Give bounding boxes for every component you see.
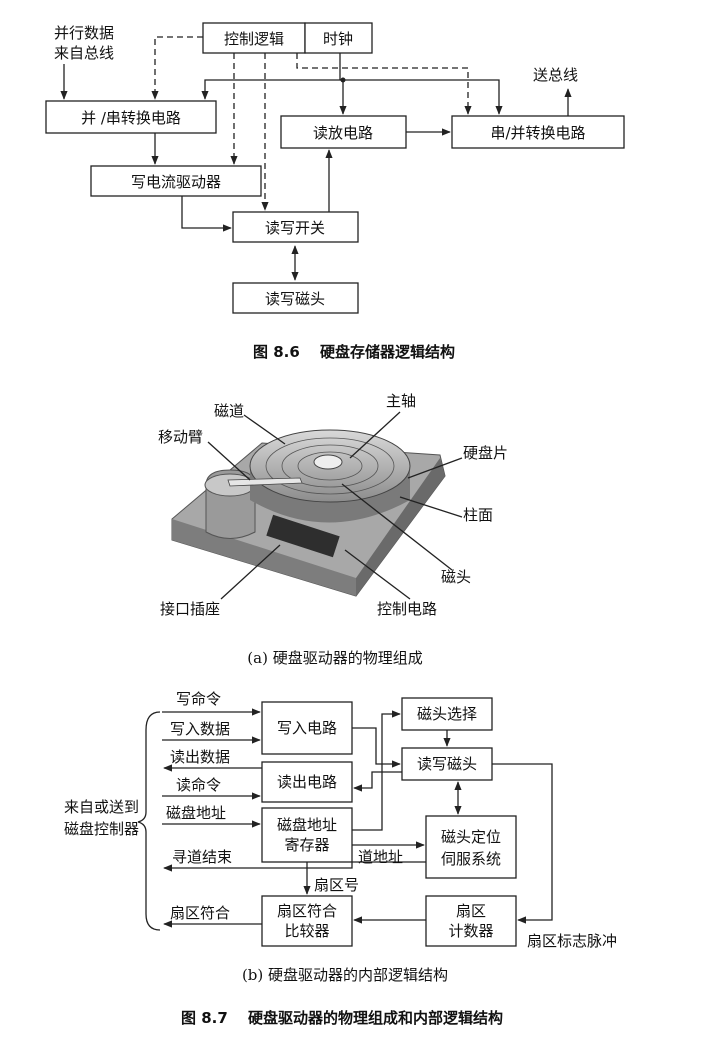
control-logic-box — [202, 22, 306, 54]
write-circuit-box — [261, 701, 353, 755]
platter-label: 硬盘片 — [463, 444, 508, 462]
seek-end-label: 寻道结束 — [172, 848, 232, 866]
servo-label-2: 伺服系统 — [441, 850, 501, 868]
read-amp-label: 读放电路 — [313, 124, 373, 142]
servo-system-box — [425, 815, 517, 879]
counter-label-1: 扇区 — [456, 902, 486, 920]
ser-par-label: 串/并转换电路 — [490, 124, 585, 142]
par-ser-label: 并 /串转换电路 — [81, 109, 181, 127]
cylinder-label: 柱面 — [463, 506, 493, 524]
write-driver-box — [90, 165, 262, 197]
read-circuit-box — [261, 761, 353, 803]
fig87a-drive-illustration: 磁道 主轴 移动臂 硬盘片 柱面 磁头 接口插座 控制电路 (a) 硬盘驱动器的… — [158, 392, 508, 667]
fig86-diagram: 并行数据 来自总线 控制逻辑 时钟 送总线 并 /串转换电路 读放电路 串/并转… — [45, 22, 625, 361]
comparator-label-1: 扇区符合 — [277, 902, 337, 920]
fig87b-caption: (b) 硬盘驱动器的内部逻辑结构 — [242, 966, 448, 984]
interface-connector — [266, 514, 340, 558]
controller-label-1: 来自或送到 — [64, 798, 139, 816]
clock-box — [304, 22, 373, 54]
from-bus-label: 来自总线 — [54, 44, 114, 62]
fig86-caption: 图 8.6 硬盘存储器逻辑结构 — [253, 343, 455, 361]
spindle-label: 主轴 — [386, 392, 416, 410]
controller-label-2: 磁盘控制器 — [64, 820, 139, 838]
fig87-caption: 图 8.7 硬盘驱动器的物理组成和内部逻辑结构 — [181, 1009, 503, 1027]
rw-head-box-b — [401, 747, 493, 781]
comparator-label-2: 比较器 — [284, 922, 329, 940]
moving-arm — [227, 477, 303, 487]
track-label: 磁道 — [214, 402, 244, 420]
to-bus-label: 送总线 — [533, 66, 578, 84]
fig87a-caption: (a) 硬盘驱动器的物理组成 — [247, 649, 422, 667]
addr-register-label-1: 磁盘地址 — [277, 816, 337, 834]
control-circuit-label: 控制电路 — [377, 600, 437, 618]
interface-socket-label: 接口插座 — [160, 600, 220, 618]
moving-arm-label: 移动臂 — [158, 428, 203, 446]
head-select-box — [401, 697, 493, 731]
addr-register-label-2: 寄存器 — [284, 836, 329, 854]
write-cmd-label: 写命令 — [176, 690, 221, 708]
fig87b-diagram: 写命令 写入数据 读出数据 读命令 磁盘地址 来自或送到 磁盘控制器 写入电路 … — [64, 690, 617, 984]
par-ser-box — [45, 100, 217, 134]
read-cmd-label: 读命令 — [176, 776, 221, 794]
ser-par-box — [451, 115, 625, 149]
parallel-data-label: 并行数据 — [54, 24, 114, 42]
rw-head-label: 读写磁头 — [265, 290, 325, 308]
sector-comparator-box — [261, 895, 353, 947]
addr-register-box — [261, 807, 353, 863]
counter-label-2: 计数器 — [448, 922, 493, 940]
disk-addr-label: 磁盘地址 — [166, 804, 226, 822]
drive-base-front — [172, 519, 356, 596]
read-data-label: 读出数据 — [170, 748, 230, 766]
sector-counter-box — [425, 895, 517, 947]
write-driver-label: 写电流驱动器 — [131, 173, 221, 191]
drive-base-side — [356, 458, 445, 596]
sector-no-label: 扇区号 — [314, 876, 359, 894]
clock-label: 时钟 — [323, 30, 353, 48]
servo-label-1: 磁头定位 — [441, 828, 501, 846]
rw-switch-box — [232, 211, 359, 243]
head-label: 磁头 — [441, 568, 471, 586]
sector-pulse-label: 扇区标志脉冲 — [527, 932, 617, 950]
head-select-label: 磁头选择 — [417, 705, 477, 723]
track-addr-label: 道地址 — [358, 848, 403, 866]
read-circuit-label: 读出电路 — [277, 773, 337, 791]
rw-switch-label: 读写开关 — [265, 219, 325, 237]
controller-brace — [137, 711, 161, 931]
rw-head-box — [232, 282, 359, 314]
rw-head-label-b: 读写磁头 — [417, 755, 477, 773]
spindle-hub — [313, 454, 343, 470]
write-data-label: 写入数据 — [170, 720, 230, 738]
control-logic-label: 控制逻辑 — [224, 30, 284, 48]
write-circuit-label: 写入电路 — [277, 719, 337, 737]
sector-match-label: 扇区符合 — [170, 904, 230, 922]
